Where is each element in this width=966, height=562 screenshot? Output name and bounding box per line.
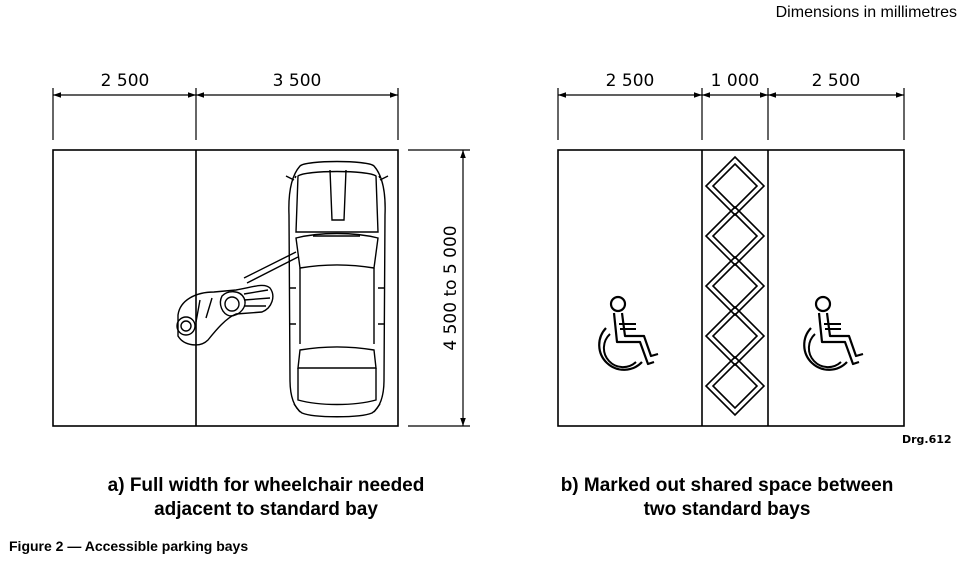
units-note: Dimensions in millimetres	[775, 4, 957, 21]
dim-label-b-right: 2 500	[812, 71, 861, 91]
drawing-reference: Drg.612	[902, 433, 952, 446]
caption-b-line2: two standard bays	[643, 499, 811, 520]
figure-caption: Figure 2 — Accessible parking bays	[9, 538, 249, 554]
wheelchair-symbol-icon-right	[803, 295, 865, 371]
caption-a-line1: a) Full width for wheelchair needed	[107, 475, 425, 496]
diamond-inner	[711, 312, 759, 360]
caption-b-line1: b) Marked out shared space between	[560, 475, 894, 496]
diamond-inner	[711, 212, 759, 260]
caption-a: a) Full width for wheelchair needed adja…	[56, 474, 476, 522]
hatched-diamond-markings	[704, 155, 766, 417]
caption-b: b) Marked out shared space between two s…	[517, 474, 937, 522]
dim-label-b-left: 2 500	[606, 71, 655, 91]
diamond-inner	[711, 162, 759, 210]
diamond-outer	[704, 355, 766, 417]
dim-label-a-right: 3 500	[273, 71, 322, 91]
diamond-inner	[711, 362, 759, 410]
extension-lines-a	[52, 88, 470, 427]
caption-a-line2: adjacent to standard bay	[154, 499, 378, 520]
bay-outline-a	[52, 149, 399, 427]
extension-lines-b	[557, 88, 905, 140]
diagram-b: 2 500 1 000 2 500	[557, 71, 905, 427]
dim-label-a-left: 2 500	[101, 71, 150, 91]
car-icon	[285, 160, 389, 418]
bay-outline-b	[557, 149, 905, 427]
diagram-a: 2 500 3 500 4 500 to 5 000	[52, 71, 470, 427]
wheelchair-user-icon	[176, 251, 299, 346]
dim-label-a-depth: 4 500 to 5 000	[441, 225, 461, 350]
wheelchair-symbol-icon-left	[598, 295, 660, 371]
dim-label-b-middle: 1 000	[711, 71, 760, 91]
diamond-inner	[711, 262, 759, 310]
